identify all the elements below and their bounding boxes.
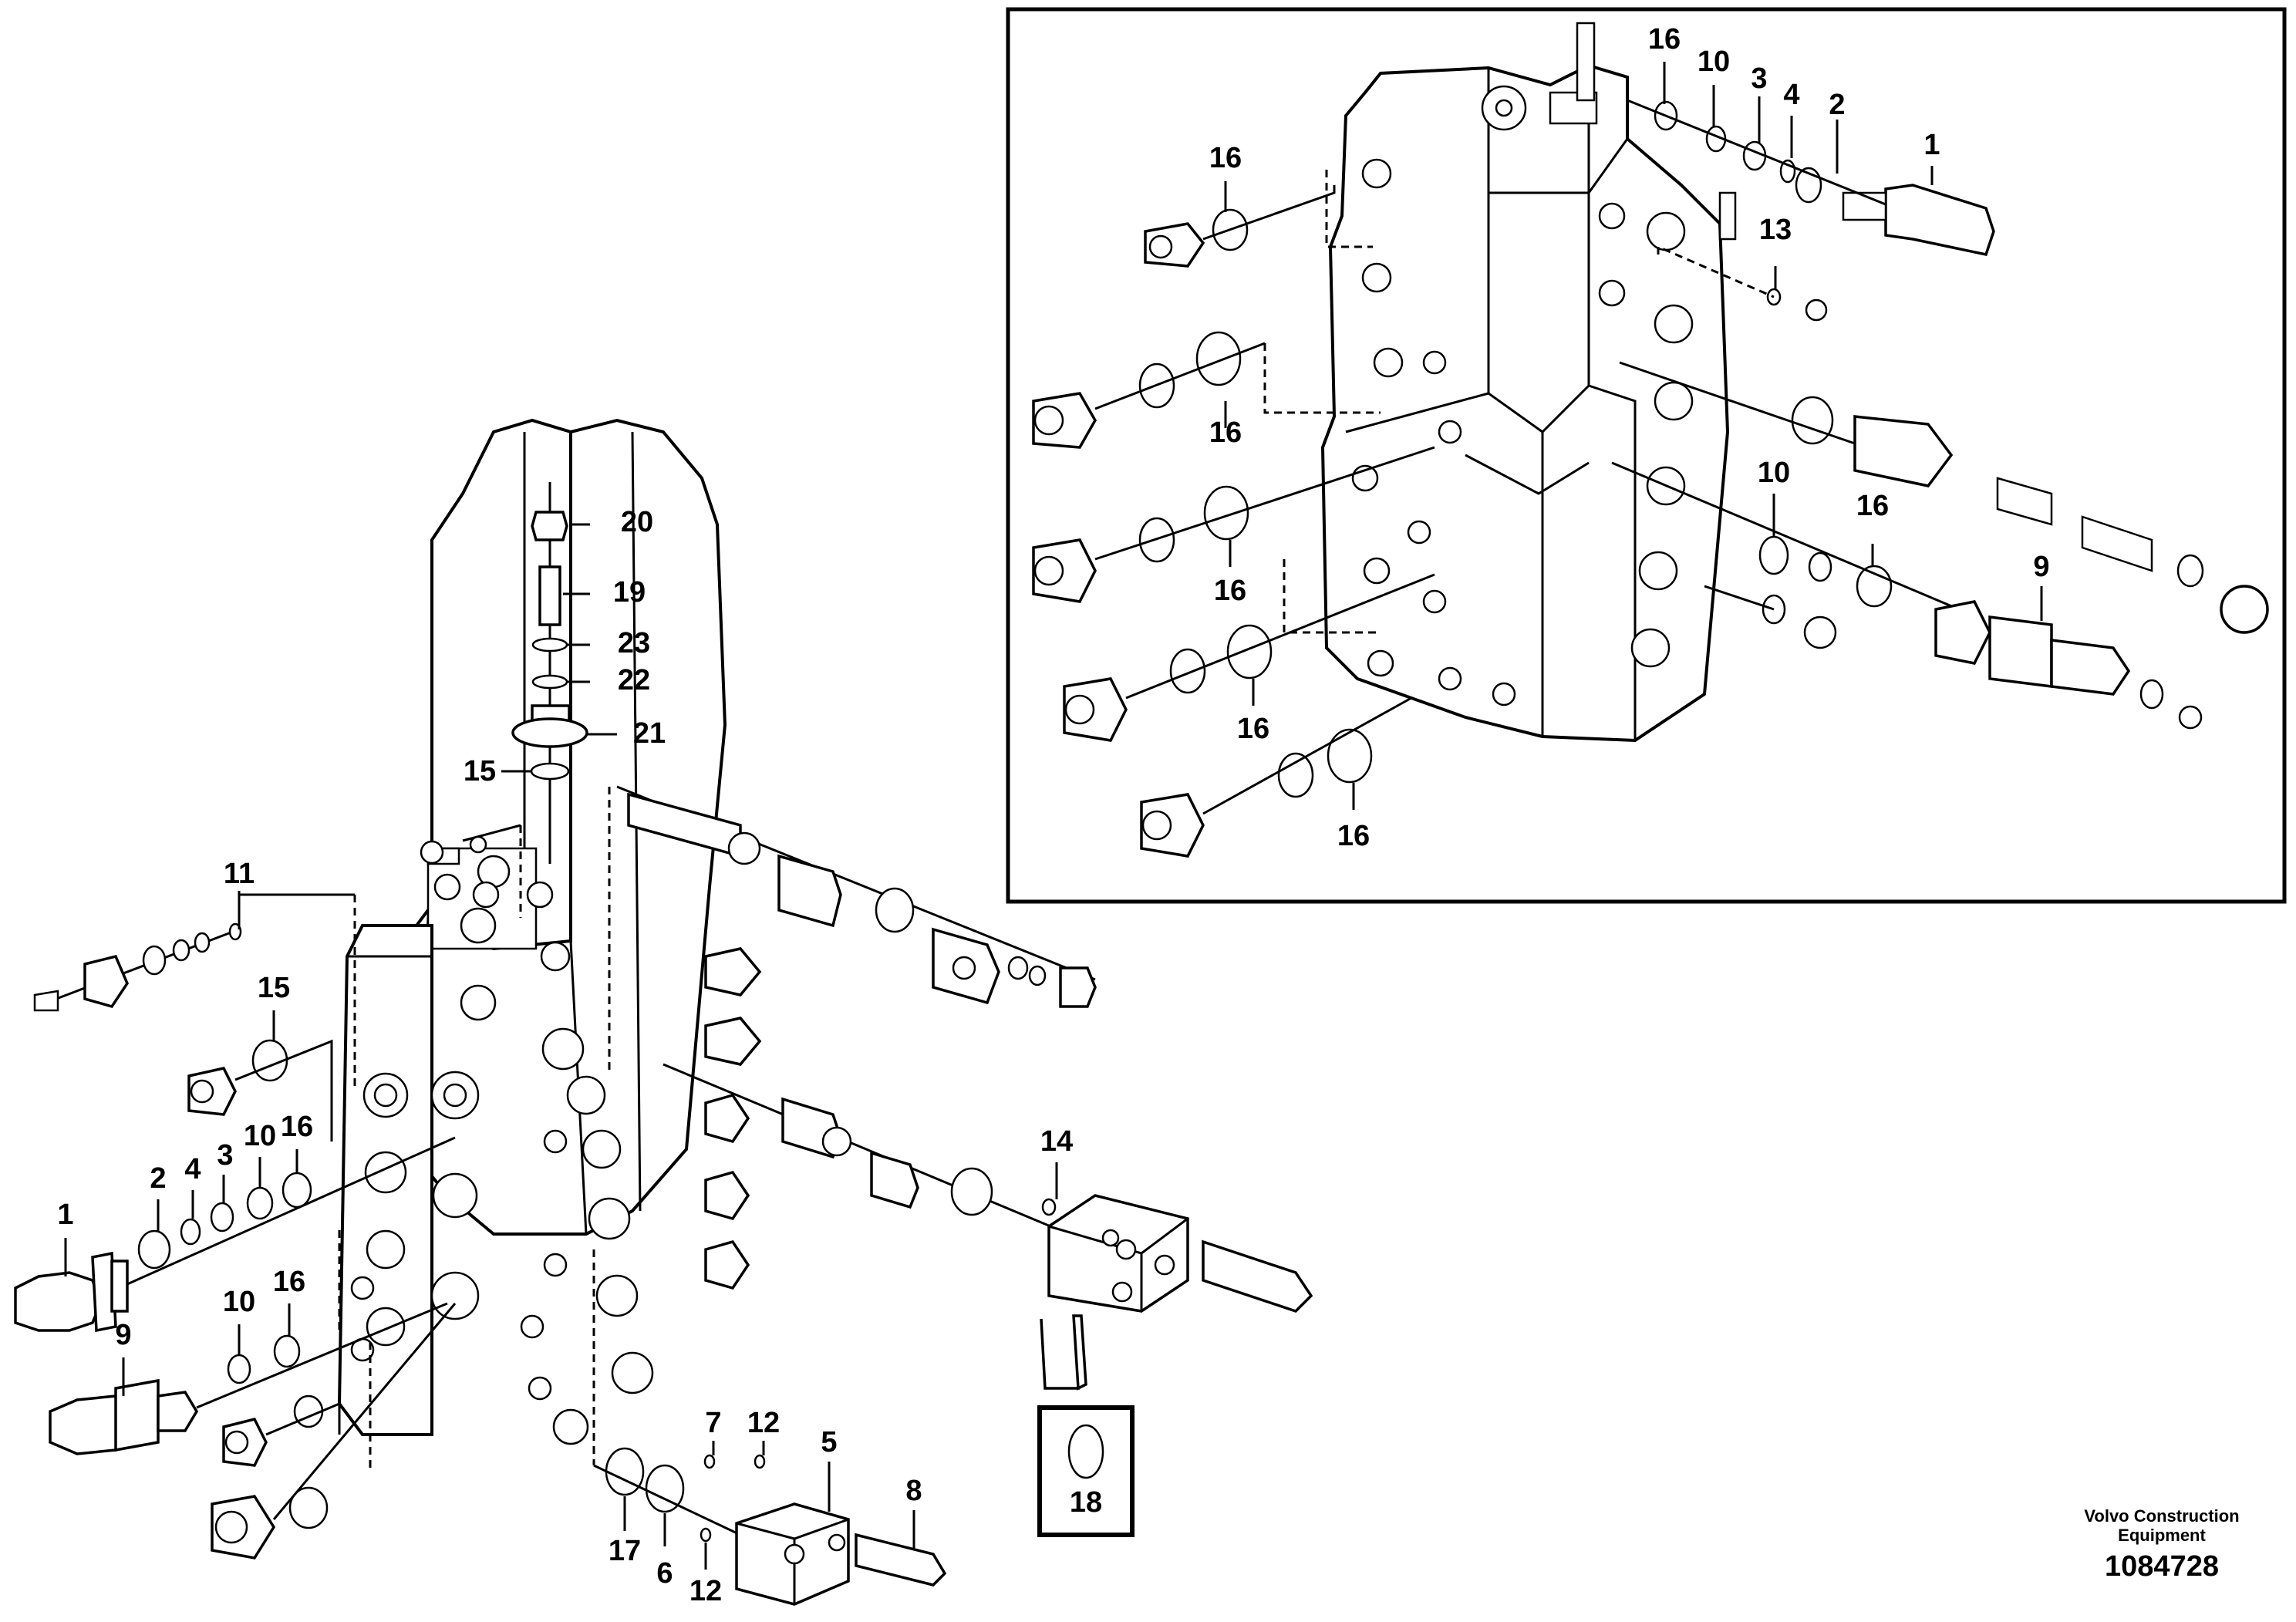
inset-callout-13: 13 [1759, 214, 1792, 246]
inset-callout-16: 16 [1209, 142, 1242, 174]
inset-components [1032, 99, 2269, 858]
callout-19: 19 [613, 576, 646, 609]
callout-18: 18 [1070, 1486, 1102, 1519]
main-callout-labels: 20 19 23 22 21 15 11 15 1 2 4 3 10 16 10… [57, 506, 1102, 1607]
inset-leaders [1224, 62, 2043, 810]
cover-14-assembly [592, 1063, 1313, 1537]
callout-21: 21 [633, 717, 666, 750]
inset-callout-labels: 16 10 3 4 2 1 16 13 16 10 16 16 9 16 16 [1209, 23, 2050, 852]
item-9-solenoid-valve-chain [49, 1230, 448, 1455]
inset-detail-view: 16 10 3 4 2 1 16 13 16 10 16 16 9 16 16 [1006, 7, 2287, 904]
credit-line-2: Equipment [2118, 1526, 2206, 1545]
callout-9: 9 [115, 1319, 131, 1351]
item-11-assembly [33, 893, 356, 1088]
inset-callout-16: 16 [1209, 416, 1242, 449]
callout-2: 2 [150, 1162, 166, 1195]
inset-callout-4: 4 [1783, 79, 1799, 111]
callout-17: 17 [609, 1535, 641, 1567]
callout-12: 12 [747, 1407, 780, 1439]
item-15-plug [187, 1039, 333, 1141]
cover-5-assembly [593, 1447, 947, 1606]
callout-10: 10 [244, 1120, 276, 1152]
inset-callout-1: 1 [1923, 129, 1940, 161]
drawing-number: 1084728 [2105, 1550, 2219, 1583]
main-valve-body [337, 418, 762, 1445]
inset-callout-10: 10 [1698, 46, 1730, 78]
callout-4: 4 [184, 1153, 201, 1185]
callout-1: 1 [57, 1199, 73, 1231]
inset-callout-16: 16 [1648, 23, 1681, 56]
inset-callout-3: 3 [1751, 62, 1767, 95]
manufacturer-credit: Volvo Construction Equipment 1084728 [2084, 1506, 2239, 1583]
top-stack-parts [420, 482, 588, 918]
callout-11: 11 [224, 858, 255, 890]
inset-callout-16: 16 [1337, 820, 1370, 852]
callout-15: 15 [464, 755, 496, 787]
item-1-relief-valve-chain [14, 1136, 456, 1333]
inset-callout-16: 16 [1237, 713, 1269, 745]
main-leaders [64, 523, 1058, 1570]
callout-15: 15 [258, 972, 290, 1004]
inset-callout-16: 16 [1856, 490, 1889, 522]
callout-16: 16 [273, 1266, 305, 1298]
inset-callout-2: 2 [1829, 89, 1845, 121]
callout-12: 12 [689, 1575, 722, 1607]
callout-23: 23 [618, 627, 650, 659]
callout-7: 7 [705, 1407, 721, 1439]
main-exploded-view: 20 19 23 22 21 15 11 15 1 2 4 3 10 16 10… [14, 418, 1313, 1607]
callout-20: 20 [621, 506, 653, 538]
credit-line-1: Volvo Construction [2084, 1506, 2239, 1526]
callout-6: 6 [656, 1557, 673, 1590]
callout-8: 8 [905, 1475, 922, 1507]
inset-callout-9: 9 [2033, 551, 2049, 583]
callout-16: 16 [281, 1111, 313, 1143]
callout-14: 14 [1040, 1125, 1073, 1158]
inset-callout-16: 16 [1214, 575, 1246, 607]
top-right-spool-parts [608, 785, 1097, 1072]
inset-valve-body [1320, 22, 1737, 743]
callout-3: 3 [217, 1139, 233, 1172]
callout-10: 10 [223, 1286, 255, 1318]
bottom-left-plugs [211, 1303, 457, 1560]
inset-callout-10: 10 [1758, 457, 1790, 489]
callout-5: 5 [821, 1426, 837, 1458]
callout-22: 22 [618, 664, 650, 696]
